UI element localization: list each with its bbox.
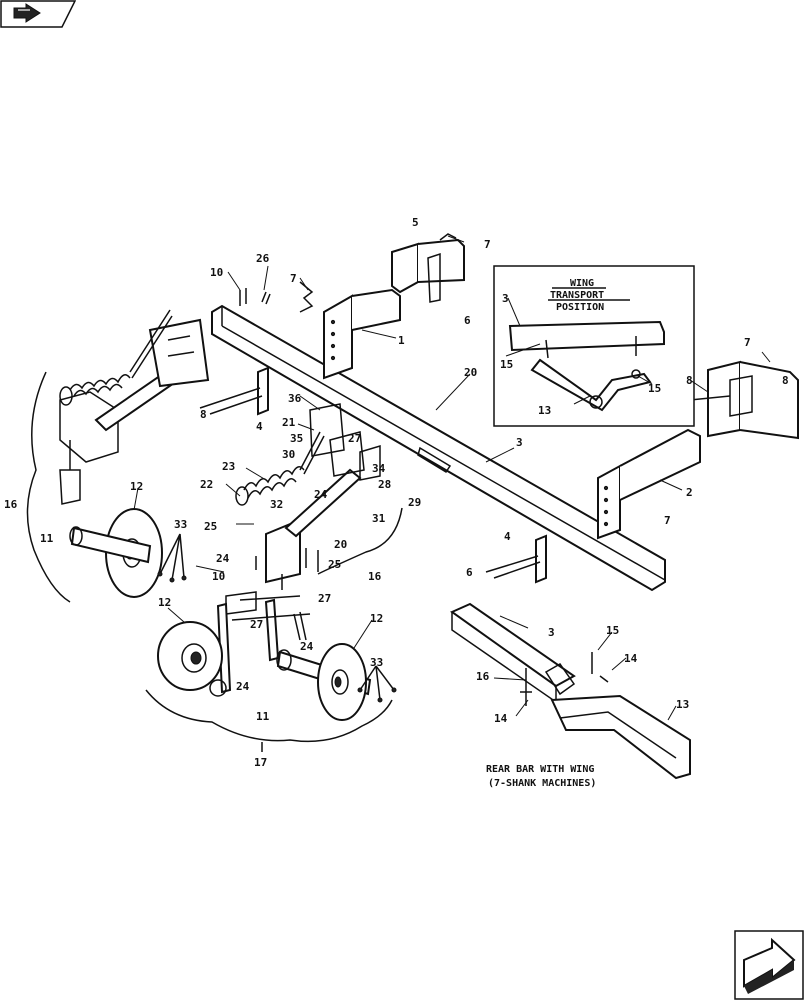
callout-20b: 20 bbox=[334, 538, 347, 551]
callout-5: 5 bbox=[412, 216, 419, 229]
clamp-bracket-4b bbox=[485, 534, 547, 584]
callout-32: 32 bbox=[270, 498, 283, 511]
callout-1: 1 bbox=[398, 334, 405, 347]
left-shank-assembly bbox=[59, 309, 210, 505]
bolt-set-top bbox=[239, 281, 314, 313]
disc-lower-left bbox=[157, 621, 227, 697]
callout-3-main: 3 bbox=[516, 436, 523, 449]
callout-15c: 15 bbox=[606, 624, 619, 637]
callout-27b: 27 bbox=[318, 592, 331, 605]
callout-31: 31 bbox=[372, 512, 386, 525]
hitch-block-top bbox=[391, 233, 465, 303]
callout-10b: 10 bbox=[212, 570, 225, 583]
disc-left bbox=[69, 508, 163, 598]
callout-14a: 14 bbox=[494, 712, 508, 725]
callout-16c: 16 bbox=[476, 670, 490, 683]
callout-36: 36 bbox=[288, 392, 302, 405]
callout-8a: 8 bbox=[200, 408, 207, 421]
callout-24c: 24 bbox=[300, 640, 314, 653]
callout-11b: 11 bbox=[256, 710, 270, 723]
callout-8c: 8 bbox=[782, 374, 789, 387]
inset-wing-transport: WING TRANSPORT POSITION bbox=[493, 265, 695, 427]
mount-bracket-upper bbox=[323, 288, 401, 380]
rear-bar-caption-line1: REAR BAR WITH WING bbox=[486, 764, 594, 775]
hitch-block-right bbox=[689, 360, 799, 440]
callout-labels: 1 2 3 3 3 4 4 5 6 6 7 7 7 7 8 8 8 10 10 … bbox=[4, 216, 789, 769]
callout-27a: 27 bbox=[348, 432, 361, 445]
callout-7b: 7 bbox=[290, 272, 297, 285]
callout-20a: 20 bbox=[464, 366, 477, 379]
callout-35: 35 bbox=[290, 432, 303, 445]
callout-8b: 8 bbox=[686, 374, 693, 387]
callout-12c: 12 bbox=[370, 612, 383, 625]
callout-23: 23 bbox=[222, 460, 235, 473]
callout-25a: 25 bbox=[204, 520, 217, 533]
next-page-arrow-icon bbox=[743, 937, 796, 994]
callout-2: 2 bbox=[686, 486, 693, 499]
callout-13b: 13 bbox=[676, 698, 689, 711]
callout-3-inset: 3 bbox=[502, 292, 509, 305]
callout-24a: 24 bbox=[314, 488, 328, 501]
callout-4b: 4 bbox=[504, 530, 511, 543]
callout-24b: 24 bbox=[216, 552, 230, 565]
callout-34: 34 bbox=[372, 462, 386, 475]
callout-15b: 15 bbox=[648, 382, 661, 395]
mount-bracket-lower bbox=[597, 428, 701, 540]
leader-lines bbox=[133, 235, 771, 721]
bolt-arrows-33 bbox=[157, 533, 397, 703]
callout-4a: 4 bbox=[256, 420, 263, 433]
inset-title-line3: POSITION bbox=[556, 302, 604, 313]
group-bracket-18 bbox=[317, 507, 403, 575]
callout-29: 29 bbox=[408, 496, 421, 509]
callout-7a: 7 bbox=[484, 238, 491, 251]
callout-13a: 13 bbox=[538, 404, 551, 417]
callout-7d: 7 bbox=[664, 514, 671, 527]
group-bracket-17 bbox=[145, 689, 393, 752]
callout-33a: 33 bbox=[174, 518, 187, 531]
callout-21: 21 bbox=[282, 416, 296, 429]
clamp-bracket-4a bbox=[199, 366, 269, 416]
middle-shank-assembly bbox=[235, 403, 381, 590]
callout-7c: 7 bbox=[744, 336, 751, 349]
callout-22: 22 bbox=[200, 478, 213, 491]
callout-28: 28 bbox=[378, 478, 391, 491]
callout-33b: 33 bbox=[370, 656, 383, 669]
callout-16a: 16 bbox=[4, 498, 18, 511]
callout-26: 26 bbox=[256, 252, 270, 265]
callout-25b: 25 bbox=[328, 558, 341, 571]
callout-12a: 12 bbox=[130, 480, 143, 493]
callout-10a: 10 bbox=[210, 266, 223, 279]
callout-6b: 6 bbox=[466, 566, 473, 579]
callout-11a: 11 bbox=[40, 532, 54, 545]
nav-back-button[interactable] bbox=[0, 0, 77, 28]
callout-16b: 16 bbox=[368, 570, 382, 583]
inset-title-line2: TRANSPORT bbox=[550, 290, 604, 301]
back-arrow-icon bbox=[13, 3, 41, 23]
rear-bar-caption-line2: (7-SHANK MACHINES) bbox=[488, 778, 596, 789]
inset-title-line1: WING bbox=[570, 278, 594, 289]
callout-3-rear: 3 bbox=[548, 626, 555, 639]
callout-27c: 27 bbox=[250, 618, 263, 631]
callout-30: 30 bbox=[282, 448, 295, 461]
rear-bar-wing-detail bbox=[449, 602, 691, 780]
group-bracket-16 bbox=[26, 371, 71, 603]
callout-12b: 12 bbox=[158, 596, 171, 609]
callout-15a: 15 bbox=[500, 358, 513, 371]
callout-24d: 24 bbox=[236, 680, 250, 693]
callout-17: 17 bbox=[254, 756, 267, 769]
nav-next-button[interactable] bbox=[734, 930, 804, 1000]
callout-6a: 6 bbox=[464, 314, 471, 327]
disc-lower-right bbox=[276, 643, 372, 721]
lower-gang-frame bbox=[216, 591, 311, 694]
callout-14b: 14 bbox=[624, 652, 638, 665]
